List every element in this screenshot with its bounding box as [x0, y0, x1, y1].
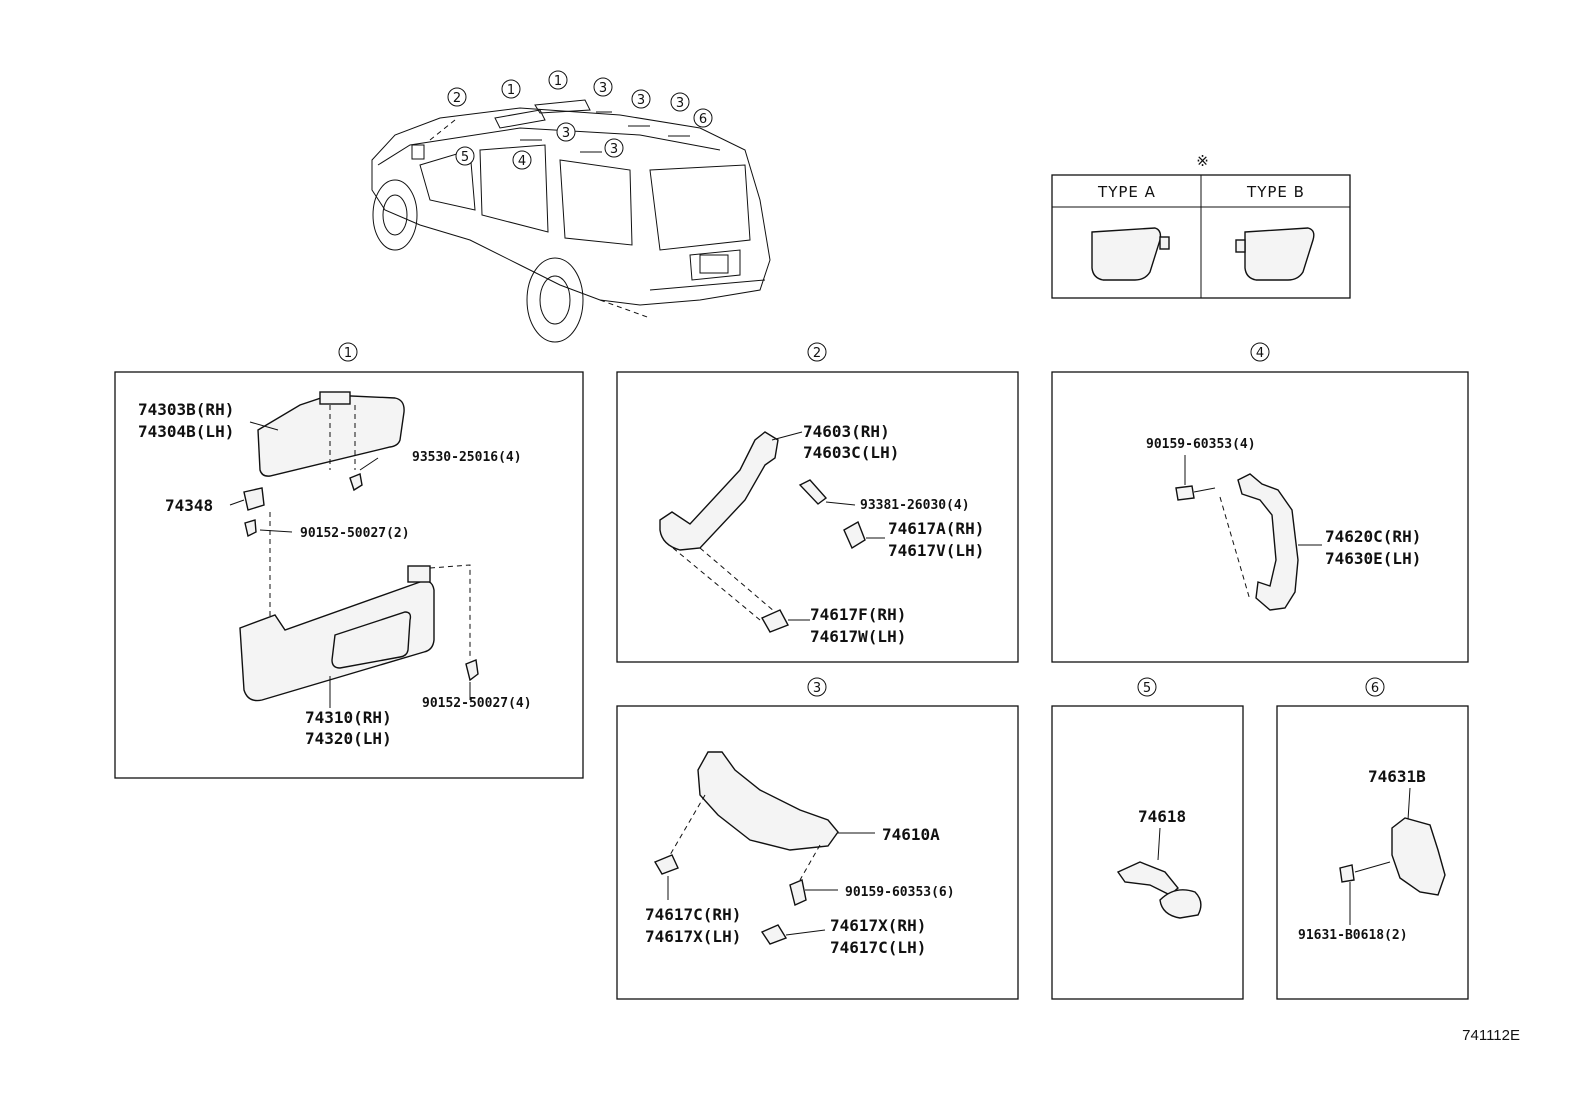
callout-4: [512, 150, 532, 170]
type-b-visor-shape: [1244, 227, 1315, 281]
bolt-90159-6: [789, 879, 807, 906]
label-74304b: 74304B(LH): [138, 422, 234, 441]
section-2: 2 74603(RH) 74603C(LH) 93381-26030(4) 74…: [616, 342, 1019, 663]
assist-grip-74610a: [697, 751, 839, 851]
diagram-code: 741112E: [1462, 1027, 1520, 1044]
label-74610a: 74610A: [882, 825, 940, 844]
type-a-visor-shape: [1091, 227, 1162, 281]
label-74320: 74320(LH): [305, 729, 392, 748]
section-2-number: 2: [813, 346, 821, 361]
label-90152-a: 90152-50027(2): [300, 526, 410, 541]
label-74603: 74603(RH): [803, 422, 890, 441]
type-a-header: TYPE A: [1097, 183, 1156, 201]
callout-3c-label: 3: [676, 96, 684, 111]
screw-90152-a: [244, 519, 257, 538]
section-6: 6 74631B 91631-B0618(2): [1276, 677, 1469, 1000]
screw-93381: [798, 479, 828, 505]
callout-6-label: 6: [699, 112, 707, 127]
label-93530: 93530-25016(4): [412, 450, 522, 465]
screw-93530: [349, 473, 363, 492]
label-74630e: 74630E(LH): [1325, 549, 1421, 568]
label-74348: 74348: [165, 496, 213, 515]
section-1-number: 1: [344, 346, 352, 361]
callout-3a-label: 3: [599, 81, 607, 96]
section-1: 1 74303B(RH) 74304B(LH) 93530-25016(4) 7…: [114, 342, 584, 779]
callout-6: [693, 108, 713, 128]
callout-3e-label: 3: [610, 142, 618, 157]
label-74631b: 74631B: [1368, 767, 1426, 786]
callout-4-label: 4: [518, 154, 526, 169]
label-74603c: 74603C(LH): [803, 443, 899, 462]
type-b-header: TYPE B: [1246, 183, 1305, 201]
label-90159-4: 90159-60353(4): [1146, 437, 1256, 452]
assist-grip-74603: [659, 431, 779, 551]
callout-3b-label: 3: [637, 93, 645, 108]
label-74617c-lh: 74617C(LH): [830, 938, 926, 957]
callout-3d: [556, 122, 576, 142]
bracket-74348: [243, 487, 265, 511]
section-5-number: 5: [1143, 681, 1151, 696]
visor-mirror: [331, 611, 412, 669]
callout-2-label: 2: [453, 91, 461, 106]
label-74617v: 74617V(LH): [888, 541, 984, 560]
callout-1b-label: 1: [554, 74, 562, 89]
label-74618: 74618: [1138, 807, 1186, 826]
section-3-number: 3: [813, 681, 821, 696]
callout-1b: [548, 70, 568, 90]
label-74617c-rh: 74617C(RH): [645, 905, 741, 924]
section-6-number: 6: [1371, 681, 1379, 696]
label-91631: 91631-B0618(2): [1298, 928, 1408, 943]
label-74617x-lh: 74617X(LH): [645, 927, 741, 946]
cap-74617x-rh: [760, 924, 788, 945]
callout-3e: [604, 138, 624, 158]
label-74617w: 74617W(LH): [810, 627, 906, 646]
type-table: ※ TYPE A TYPE B: [1051, 152, 1351, 299]
label-74617x-rh: 74617X(RH): [830, 916, 926, 935]
cap-74617f: [761, 609, 789, 633]
screw-91631: [1339, 864, 1355, 883]
section-4: 4 90159-60353(4) 74620C(RH) 74630E(LH): [1051, 342, 1469, 663]
label-74310: 74310(RH): [305, 708, 392, 727]
coat-hook-74618: [1116, 861, 1179, 896]
vehicle-illustration: [371, 99, 771, 343]
callout-3a: [593, 77, 613, 97]
callout-3b: [631, 89, 651, 109]
cap-74617c-rh: [653, 854, 679, 875]
callout-3c: [670, 92, 690, 112]
label-90159-6: 90159-60353(6): [845, 885, 955, 900]
label-74617a: 74617A(RH): [888, 519, 984, 538]
note-symbol: ※: [1196, 152, 1210, 170]
label-90152-b: 90152-50027(4): [422, 696, 532, 711]
callout-2: [447, 87, 467, 107]
label-74620c: 74620C(RH): [1325, 527, 1421, 546]
callout-5-label: 5: [461, 150, 469, 165]
assist-grip-74620c: [1237, 473, 1299, 611]
callout-1a: [501, 79, 521, 99]
callout-3d-label: 3: [562, 126, 570, 141]
section-5: 5 74618: [1051, 677, 1244, 1000]
callout-5: [455, 146, 475, 166]
screw-90152-b: [465, 659, 479, 682]
bolt-90159-4: [1175, 485, 1195, 501]
overview-callouts: 2 1 1 3 3 3 6 3 3 5 4: [447, 70, 713, 170]
label-74617f: 74617F(RH): [810, 605, 906, 624]
cap-74617a: [843, 520, 866, 550]
label-74303b: 74303B(RH): [138, 400, 234, 419]
coat-hook-74631b: [1391, 817, 1446, 896]
callout-1a-label: 1: [507, 83, 515, 98]
sun-visor-upper: [257, 394, 405, 477]
section-3: 3 74610A 74617C(RH) 74617X(LH) 90159-603…: [616, 677, 1019, 1000]
section-4-number: 4: [1256, 346, 1264, 361]
label-93381: 93381-26030(4): [860, 498, 970, 513]
